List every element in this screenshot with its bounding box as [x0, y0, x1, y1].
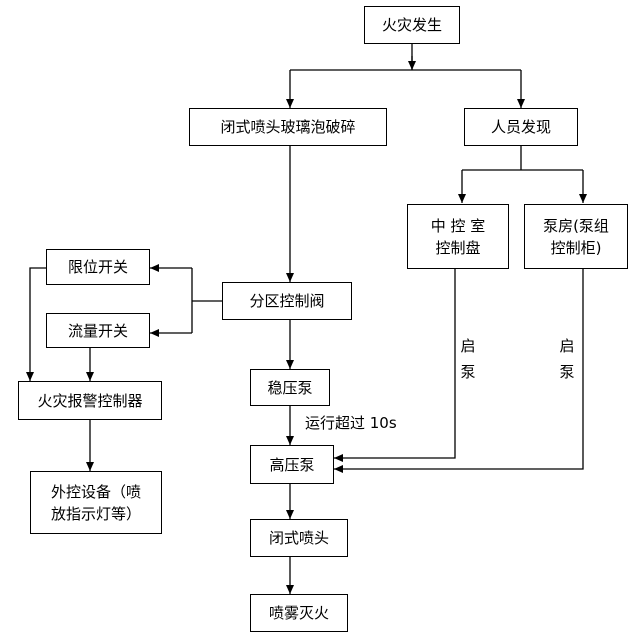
node-fire: 火灾发生 [364, 6, 460, 44]
node-high-pressure-pump: 高压泵 [250, 445, 334, 484]
node-stabilizer-pump-label: 稳压泵 [267, 378, 313, 397]
arrow-limit-alarm [26, 267, 46, 381]
node-fire-label: 火灾发生 [381, 16, 442, 34]
node-flow-switch: 流量开关 [46, 313, 150, 348]
node-control-room-line1: 中 控 室 [430, 216, 486, 235]
node-control-room: 中 控 室 控制盘 [407, 204, 509, 269]
arrow-person-split [462, 146, 583, 171]
node-zone-valve-label: 分区控制阀 [249, 292, 325, 310]
node-bulb-break-label: 闭式喷头玻璃泡破碎 [220, 118, 356, 136]
node-extinguish-label: 喷雾灭火 [268, 604, 329, 622]
label-start-right-char2: 泵 [559, 363, 575, 381]
node-external-device-line2: 放指示灯等） [50, 504, 141, 523]
node-extinguish: 喷雾灭火 [250, 594, 348, 632]
node-pump-room-line1: 泵房(泵组 [543, 216, 609, 235]
node-pump-room-line2: 控制柜) [550, 238, 602, 257]
node-control-room-line2: 控制盘 [435, 238, 481, 257]
node-alarm-controller-label: 火灾报警控制器 [37, 391, 143, 410]
node-alarm-controller: 火灾报警控制器 [18, 381, 162, 420]
label-start-right-char1: 启 [559, 337, 575, 355]
node-person-found: 人员发现 [464, 108, 578, 146]
arrow-control-room-highpressure [334, 269, 456, 462]
node-person-found-label: 人员发现 [490, 118, 551, 136]
node-flow-switch-label: 流量开关 [67, 321, 128, 340]
node-external-device: 外控设备（喷 放指示灯等） [30, 471, 162, 534]
arrow-pump-room-highpressure [334, 269, 584, 473]
label-run-over: 运行超过 10s [305, 414, 397, 432]
node-external-device-line1: 外控设备（喷 [50, 482, 141, 501]
label-start-left: 启 泵 [459, 333, 477, 385]
node-closed-nozzle: 闭式喷头 [250, 519, 348, 557]
node-limit-switch-label: 限位开关 [67, 258, 128, 276]
node-stabilizer-pump: 稳压泵 [250, 369, 330, 406]
node-zone-valve: 分区控制阀 [222, 282, 352, 320]
node-limit-switch: 限位开关 [46, 249, 150, 285]
arrow-split-bulb [290, 69, 521, 108]
label-start-right: 启 泵 [558, 333, 576, 385]
node-high-pressure-pump-label: 高压泵 [269, 455, 315, 474]
node-bulb-break: 闭式喷头玻璃泡破碎 [189, 108, 387, 146]
node-pump-room: 泵房(泵组 控制柜) [524, 204, 628, 269]
node-closed-nozzle-label: 闭式喷头 [268, 529, 329, 547]
arrow-valve-switches [191, 268, 222, 333]
label-start-left-char1: 启 [460, 337, 476, 355]
label-start-left-char2: 泵 [460, 363, 476, 381]
